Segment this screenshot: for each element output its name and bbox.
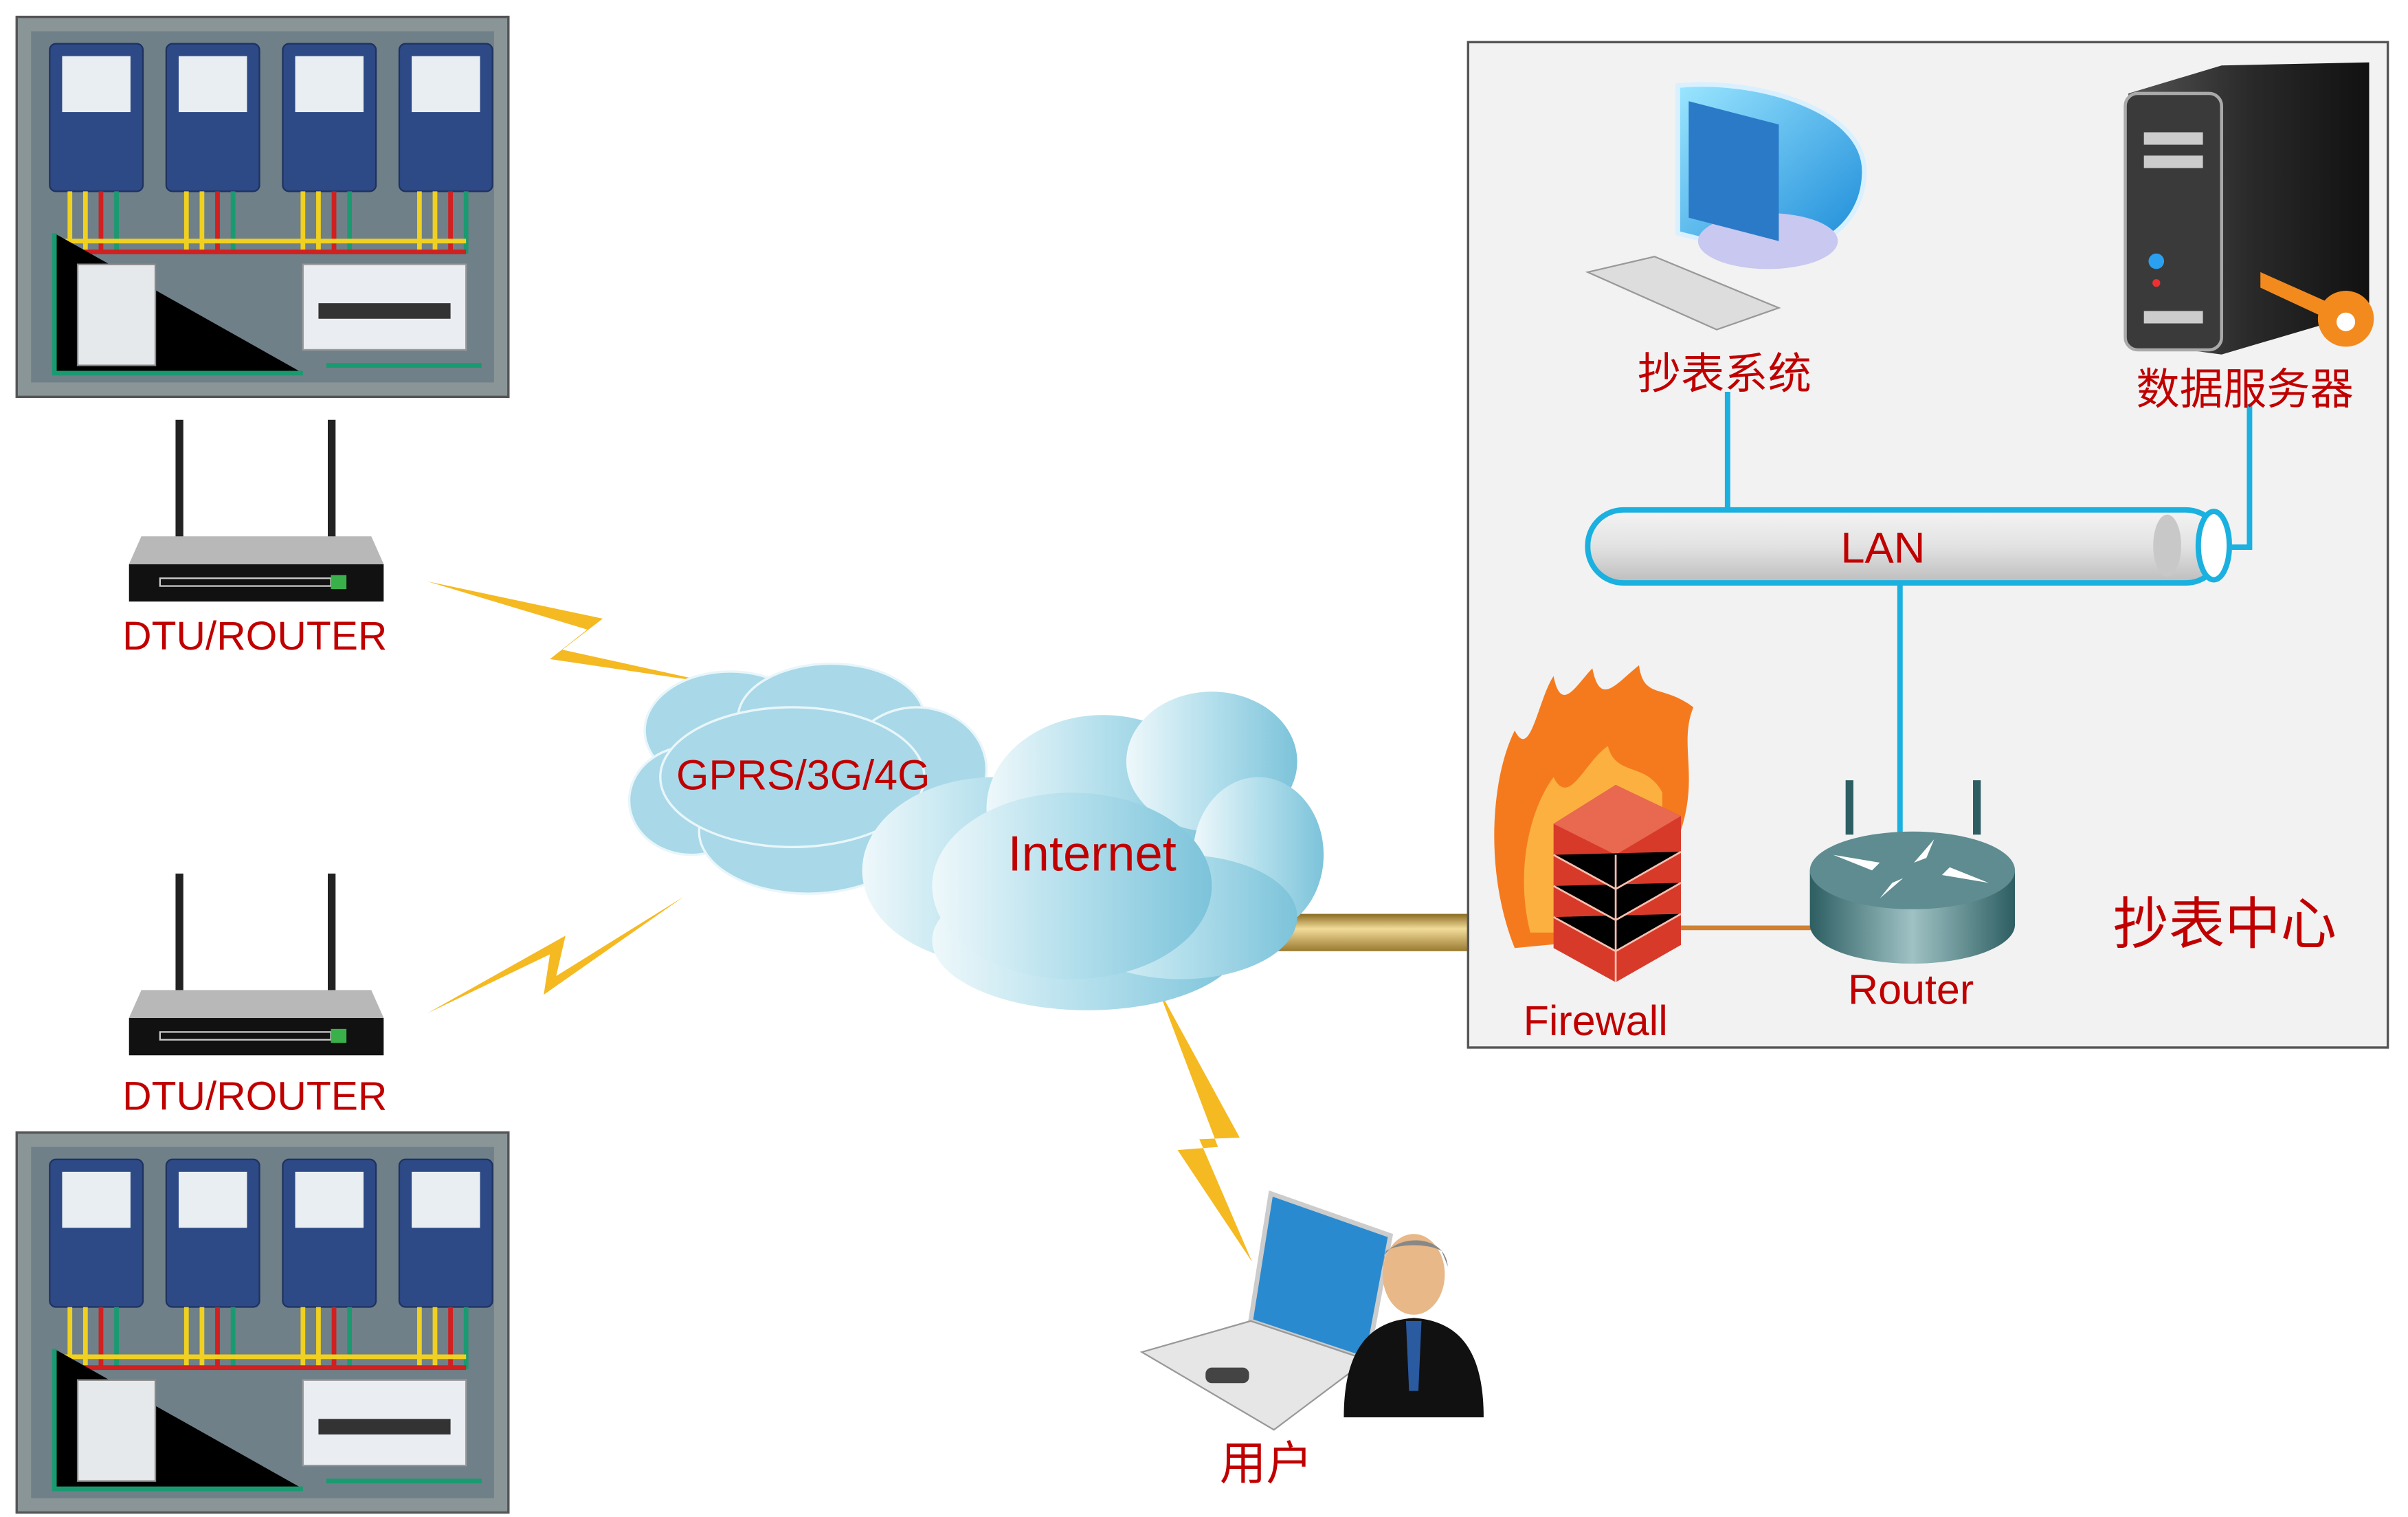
lightning-link-icon bbox=[1157, 986, 1253, 1262]
lightning-link-icon bbox=[427, 581, 718, 684]
key-icon bbox=[2260, 272, 2374, 347]
gprs-label: GPRS/3G/4G bbox=[676, 752, 930, 799]
meter-system-label: 抄表系统 bbox=[1638, 348, 1811, 399]
internet-cloud-icon bbox=[862, 691, 1324, 1010]
internet-label: Internet bbox=[1008, 826, 1177, 881]
lightning-link-icon bbox=[427, 896, 684, 1014]
user-label: 用户 bbox=[1220, 1436, 1313, 1490]
wireless-router-icon bbox=[129, 873, 384, 1056]
laptop-icon bbox=[1139, 1190, 1394, 1431]
server-icon bbox=[2123, 62, 2370, 355]
gprs-cloud-icon bbox=[627, 662, 988, 895]
electric-meter-box-icon bbox=[16, 16, 510, 398]
lan-pipe-icon bbox=[1585, 507, 2232, 586]
desktop-computer-icon bbox=[1585, 82, 1867, 331]
lan-label: LAN bbox=[1840, 524, 1925, 573]
user-person-icon bbox=[1344, 1234, 1484, 1418]
firewall-icon bbox=[1494, 665, 1694, 983]
meter-reading-center-label: 抄表中心 bbox=[2112, 892, 2337, 957]
data-server-label: 数据服务器 bbox=[2136, 364, 2353, 414]
electric-meter-box-icon bbox=[16, 1131, 510, 1514]
firewall-label: Firewall bbox=[1524, 997, 1668, 1044]
network-router-icon bbox=[1809, 780, 2016, 964]
router-label: Router bbox=[1848, 966, 1974, 1013]
dtu-router-label: DTU/ROUTER bbox=[122, 614, 387, 658]
dtu-router-label: DTU/ROUTER bbox=[122, 1074, 387, 1118]
wireless-router-icon bbox=[129, 419, 384, 603]
